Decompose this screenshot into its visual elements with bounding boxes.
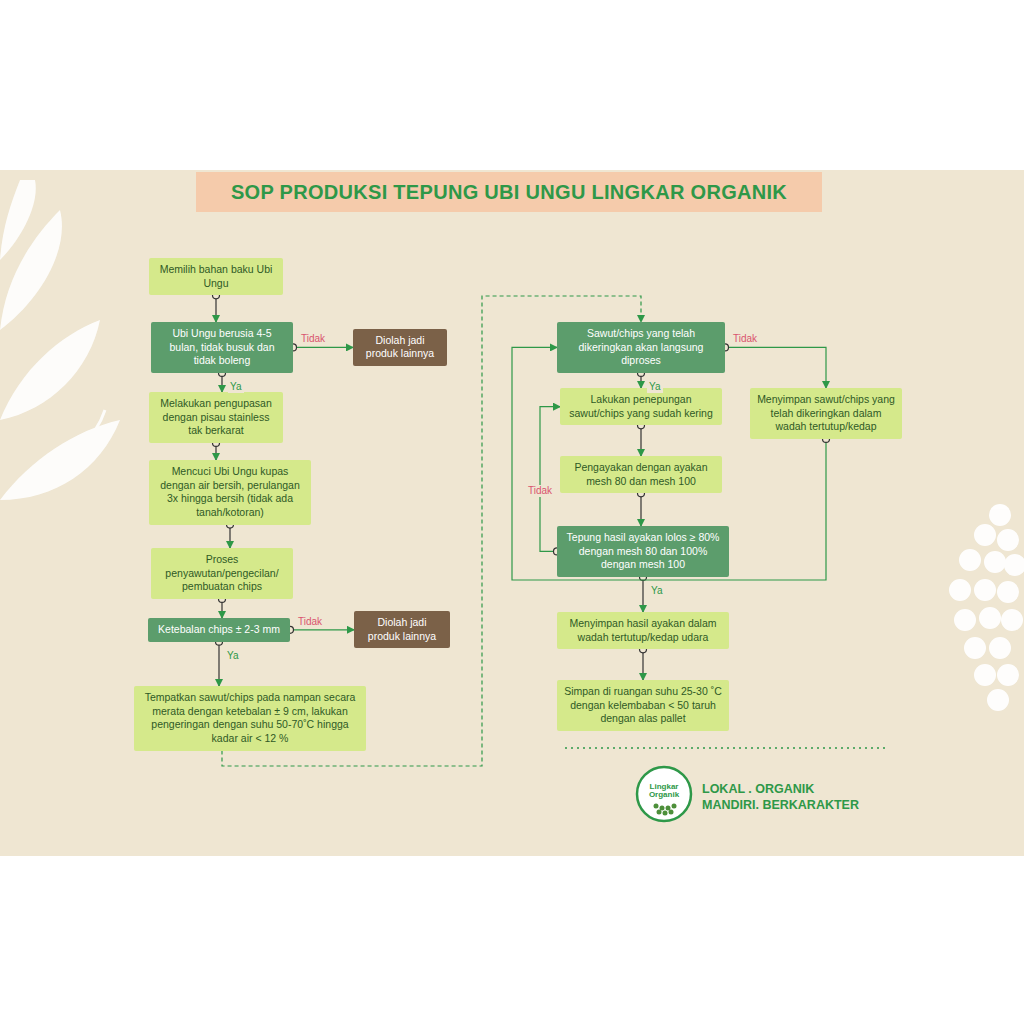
edge-label: Tidak (299, 333, 327, 345)
logo-text: Lingkar Organik (641, 783, 687, 800)
process-box: Menyimpan hasil ayakan dalam wadah tertu… (557, 612, 729, 649)
outcome-box: Diolah jadi produk lainnya (353, 329, 447, 366)
leaf-decoration (0, 180, 120, 500)
process-box: Menyimpan sawut/chips yang telah dikerin… (750, 388, 902, 439)
box-text: Menyimpan sawut/chips yang telah dikerin… (757, 393, 895, 434)
process-box: Memilih bahan baku Ubi Ungu (149, 258, 283, 295)
connector (221, 373, 222, 392)
connector (642, 649, 643, 680)
logo-grains (654, 804, 677, 816)
box-text: Diolah jadi produk lainnya (361, 616, 443, 643)
edge-label: Tidak (296, 616, 324, 628)
connector (640, 373, 641, 388)
box-text: Ubi Ungu berusia 4-5 bulan, tidak busuk … (158, 327, 286, 368)
decision-box: Tepung hasil ayakan lolos ≥ 80% dengan m… (557, 526, 729, 577)
decision-box: Ubi Ungu berusia 4-5 bulan, tidak busuk … (151, 322, 293, 373)
box-text: Melakukan pengupasan dengan pisau stainl… (156, 397, 276, 438)
edge-label: Ya (225, 650, 241, 662)
edge-label: Ya (228, 381, 244, 393)
connector (640, 493, 641, 526)
box-text: Simpan di ruangan suhu 25-30 ˚C dengan k… (564, 685, 722, 726)
box-text: Mencuci Ubi Ungu kupas dengan air bersih… (156, 465, 304, 520)
box-text: Ketebalan chips ± 2-3 mm (155, 623, 283, 637)
box-text: Lakukan penepungan sawut/chips yang suda… (567, 393, 715, 420)
title-band: SOP PRODUKSI TEPUNG UBI UNGU LINGKAR ORG… (196, 172, 822, 212)
box-text: Memilih bahan baku Ubi Ungu (156, 263, 276, 290)
box-text: Tempatkan sawut/chips pada nampan secara… (141, 691, 359, 746)
box-text: Pengayakan dengan ayakan mesh 80 dan mes… (567, 461, 715, 488)
process-box: Lakukan penepungan sawut/chips yang suda… (560, 388, 722, 425)
connector (512, 347, 826, 580)
tagline: MANDIRI. BERKARAKTER (702, 798, 922, 813)
grape-decoration (949, 504, 1024, 711)
tagline: LOKAL . ORGANIK (702, 782, 922, 797)
connector (218, 642, 219, 686)
connector (215, 443, 216, 460)
box-text: Diolah jadi produk lainnya (360, 334, 440, 361)
decision-box: Ketebalan chips ± 2-3 mm (148, 618, 290, 642)
process-box: Pengayakan dengan ayakan mesh 80 dan mes… (560, 456, 722, 493)
edge-label: Ya (647, 381, 663, 393)
decision-box: Sawut/chips yang telah dikeringkan akan … (557, 322, 725, 373)
connector (290, 629, 354, 630)
process-box: Mencuci Ubi Ungu kupas dengan air bersih… (149, 460, 311, 525)
connector (725, 347, 826, 388)
connector (640, 425, 641, 456)
box-text: Tepung hasil ayakan lolos ≥ 80% dengan m… (564, 531, 722, 572)
process-box: Tempatkan sawut/chips pada nampan secara… (134, 686, 366, 751)
box-text: Menyimpan hasil ayakan dalam wadah tertu… (564, 617, 722, 644)
connector (293, 347, 353, 348)
outcome-box: Diolah jadi produk lainnya (354, 611, 450, 648)
process-box: Proses penyawutan/pengecilan/ pembuatan … (151, 548, 293, 599)
connector (642, 577, 643, 612)
connector (221, 599, 222, 618)
box-text: Proses penyawutan/pengecilan/ pembuatan … (158, 553, 286, 594)
edge-label: Tidak (526, 485, 554, 497)
process-box: Simpan di ruangan suhu 25-30 ˚C dengan k… (557, 680, 729, 731)
edge-label: Ya (649, 585, 665, 597)
process-box: Melakukan pengupasan dengan pisau stainl… (149, 392, 283, 443)
connector (229, 525, 230, 548)
box-text: Sawut/chips yang telah dikeringkan akan … (564, 327, 718, 368)
edge-label: Tidak (731, 333, 759, 345)
logo-ring (637, 767, 691, 821)
title-text: SOP PRODUKSI TEPUNG UBI UNGU LINGKAR ORG… (231, 181, 787, 204)
dotted-rule (565, 747, 885, 749)
connector (215, 295, 216, 322)
